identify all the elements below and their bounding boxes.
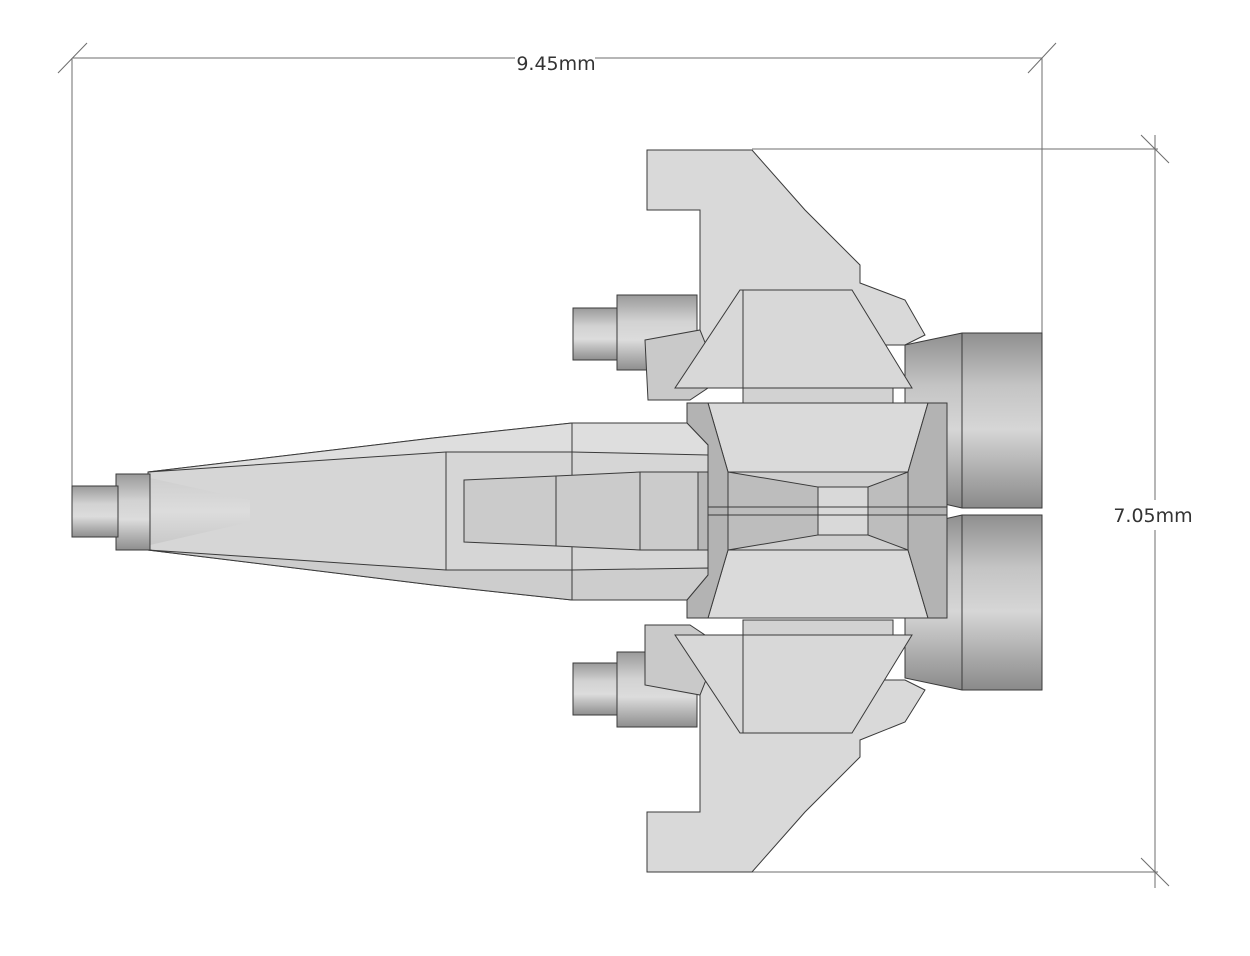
top-armor-plate	[674, 289, 913, 389]
fuselage-bottom-facet	[147, 549, 709, 601]
spaceship-top-view	[71, 149, 1043, 873]
height-dimension: 7.05mm	[752, 134, 1193, 888]
width-dimension: 9.45mm	[57, 42, 1057, 508]
height-dimension-label: 7.05mm	[1113, 505, 1192, 527]
rear-lower-panel	[707, 549, 929, 619]
nose-cannon	[71, 473, 151, 551]
width-dimension-label: 9.45mm	[516, 53, 595, 75]
fuselage-top-facet	[147, 422, 709, 473]
rear-upper-panel	[707, 402, 929, 473]
cockpit-canopy	[463, 471, 699, 551]
nose-shading	[150, 478, 250, 545]
